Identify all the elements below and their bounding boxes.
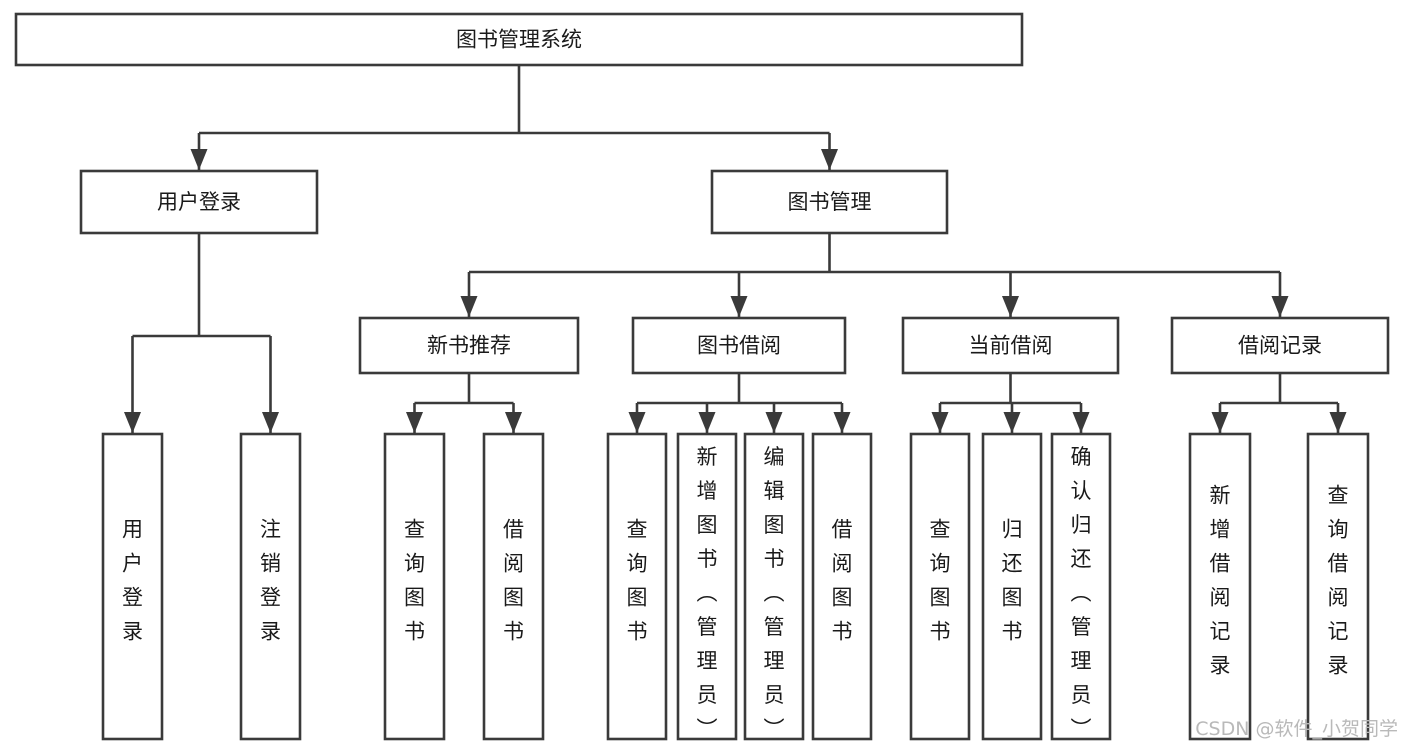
arrow-head-icon — [698, 412, 716, 433]
arrow-head-icon — [765, 412, 783, 433]
node-label-leaf-user-login: 用户登录 — [122, 518, 143, 644]
node-label-leaf-logout: 注销登录 — [260, 518, 281, 644]
node-current-borrow[interactable]: 当前借阅 — [901, 316, 1120, 375]
node-box-leaf-borrow-book-1 — [482, 432, 545, 741]
edge-group-book-manage — [460, 233, 1289, 317]
arrow-head-icon — [406, 412, 423, 433]
node-leaf-query-book-2[interactable]: 查询图书 — [606, 432, 668, 741]
node-leaf-logout[interactable]: 注销登录 — [239, 432, 302, 741]
node-label-borrow-record: 借阅记录 — [1238, 334, 1322, 358]
csdn-watermark: CSDN @软件_小贺同学 — [1195, 718, 1398, 740]
node-box-leaf-query-book-2 — [606, 432, 668, 741]
arrow-head-icon — [460, 296, 478, 317]
arrow-head-icon — [124, 412, 141, 433]
arrow-head-icon — [1002, 296, 1019, 317]
arrow-head-icon — [821, 149, 838, 170]
node-box-leaf-user-login — [101, 432, 164, 741]
arrow-head-icon — [730, 296, 748, 317]
node-box-leaf-borrow-book-2 — [811, 432, 873, 741]
node-box-leaf-edit-book — [743, 432, 805, 741]
node-label-book-manage: 图书管理 — [788, 190, 872, 214]
node-box-leaf-confirm-return — [1050, 432, 1112, 741]
node-label-new-book-recommend: 新书推荐 — [427, 334, 511, 358]
node-label-leaf-query-book-2: 查询图书 — [627, 518, 648, 644]
node-label-current-borrow: 当前借阅 — [969, 334, 1053, 358]
node-box-leaf-query-book-3 — [909, 432, 971, 741]
node-label-user-login: 用户登录 — [157, 190, 241, 214]
node-label-book-borrow: 图书借阅 — [697, 334, 781, 358]
arrow-head-icon — [505, 412, 522, 433]
arrow-head-icon — [931, 412, 949, 433]
node-leaf-add-book[interactable]: 新增图书︵管理员︶ — [676, 432, 738, 741]
node-leaf-query-record[interactable]: 查询借阅记录 — [1306, 432, 1370, 741]
edge-group-current-borrow — [931, 373, 1090, 433]
arrow-head-icon — [1211, 412, 1229, 433]
node-layer: 图书管理系统用户登录图书管理新书推荐图书借阅当前借阅借阅记录用户登录注销登录查询… — [14, 12, 1390, 741]
node-leaf-confirm-return[interactable]: 确认归还︵管理员︶ — [1050, 432, 1112, 741]
node-label-leaf-add-record: 新增借阅记录 — [1210, 484, 1231, 678]
node-leaf-return-book[interactable]: 归还图书 — [981, 432, 1043, 741]
node-label-leaf-edit-book: 编辑图书︵管理员︶ — [764, 445, 785, 741]
node-box-new-book-recommend — [358, 316, 580, 375]
node-leaf-edit-book[interactable]: 编辑图书︵管理员︶ — [743, 432, 805, 741]
arrow-head-icon — [1329, 412, 1347, 433]
node-borrow-record[interactable]: 借阅记录 — [1170, 316, 1390, 375]
node-leaf-borrow-book-1[interactable]: 借阅图书 — [482, 432, 545, 741]
arrow-head-icon — [833, 412, 851, 433]
edge-group-user-login — [124, 233, 279, 433]
edge-group-book-borrow — [628, 373, 851, 433]
node-label-leaf-query-book-1: 查询图书 — [404, 518, 425, 644]
node-book-borrow[interactable]: 图书借阅 — [631, 316, 847, 375]
node-label-leaf-confirm-return: 确认归还︵管理员︶ — [1071, 445, 1092, 741]
node-box-current-borrow — [901, 316, 1120, 375]
node-leaf-borrow-book-2[interactable]: 借阅图书 — [811, 432, 873, 741]
node-new-book-recommend[interactable]: 新书推荐 — [358, 316, 580, 375]
node-book-manage[interactable]: 图书管理 — [710, 169, 949, 235]
arrow-head-icon — [1271, 296, 1289, 317]
arrow-head-icon — [628, 412, 646, 433]
node-box-leaf-return-book — [981, 432, 1043, 741]
node-box-book-manage — [710, 169, 949, 235]
arrow-head-icon — [1072, 412, 1090, 433]
node-box-book-borrow — [631, 316, 847, 375]
node-leaf-add-record[interactable]: 新增借阅记录 — [1188, 432, 1252, 741]
node-box-leaf-logout — [239, 432, 302, 741]
node-box-leaf-add-book — [676, 432, 738, 741]
node-box-leaf-query-record — [1306, 432, 1370, 741]
node-label-leaf-return-book: 归还图书 — [1002, 518, 1023, 644]
arrow-head-icon — [1003, 412, 1021, 433]
edge-group-borrow-record — [1211, 373, 1347, 433]
edge-group-root — [190, 65, 838, 170]
node-label-leaf-query-record: 查询借阅记录 — [1328, 484, 1349, 678]
node-label-leaf-borrow-book-2: 借阅图书 — [832, 518, 853, 644]
edge-group-new-book-recommend — [406, 373, 522, 433]
node-leaf-query-book-1[interactable]: 查询图书 — [383, 432, 446, 741]
arrow-head-icon — [262, 412, 279, 433]
arrow-head-icon — [190, 149, 208, 170]
node-user-login[interactable]: 用户登录 — [79, 169, 319, 235]
node-box-root — [14, 12, 1024, 67]
node-root[interactable]: 图书管理系统 — [14, 12, 1024, 67]
node-label-leaf-borrow-book-1: 借阅图书 — [503, 518, 524, 644]
node-leaf-query-book-3[interactable]: 查询图书 — [909, 432, 971, 741]
node-label-leaf-query-book-3: 查询图书 — [930, 518, 951, 644]
node-leaf-user-login[interactable]: 用户登录 — [101, 432, 164, 741]
node-box-leaf-query-book-1 — [383, 432, 446, 741]
node-box-user-login — [79, 169, 319, 235]
connector-layer — [124, 65, 1347, 433]
node-box-leaf-add-record — [1188, 432, 1252, 741]
node-box-borrow-record — [1170, 316, 1390, 375]
node-label-root: 图书管理系统 — [456, 28, 582, 52]
node-label-leaf-add-book: 新增图书︵管理员︶ — [697, 445, 718, 741]
